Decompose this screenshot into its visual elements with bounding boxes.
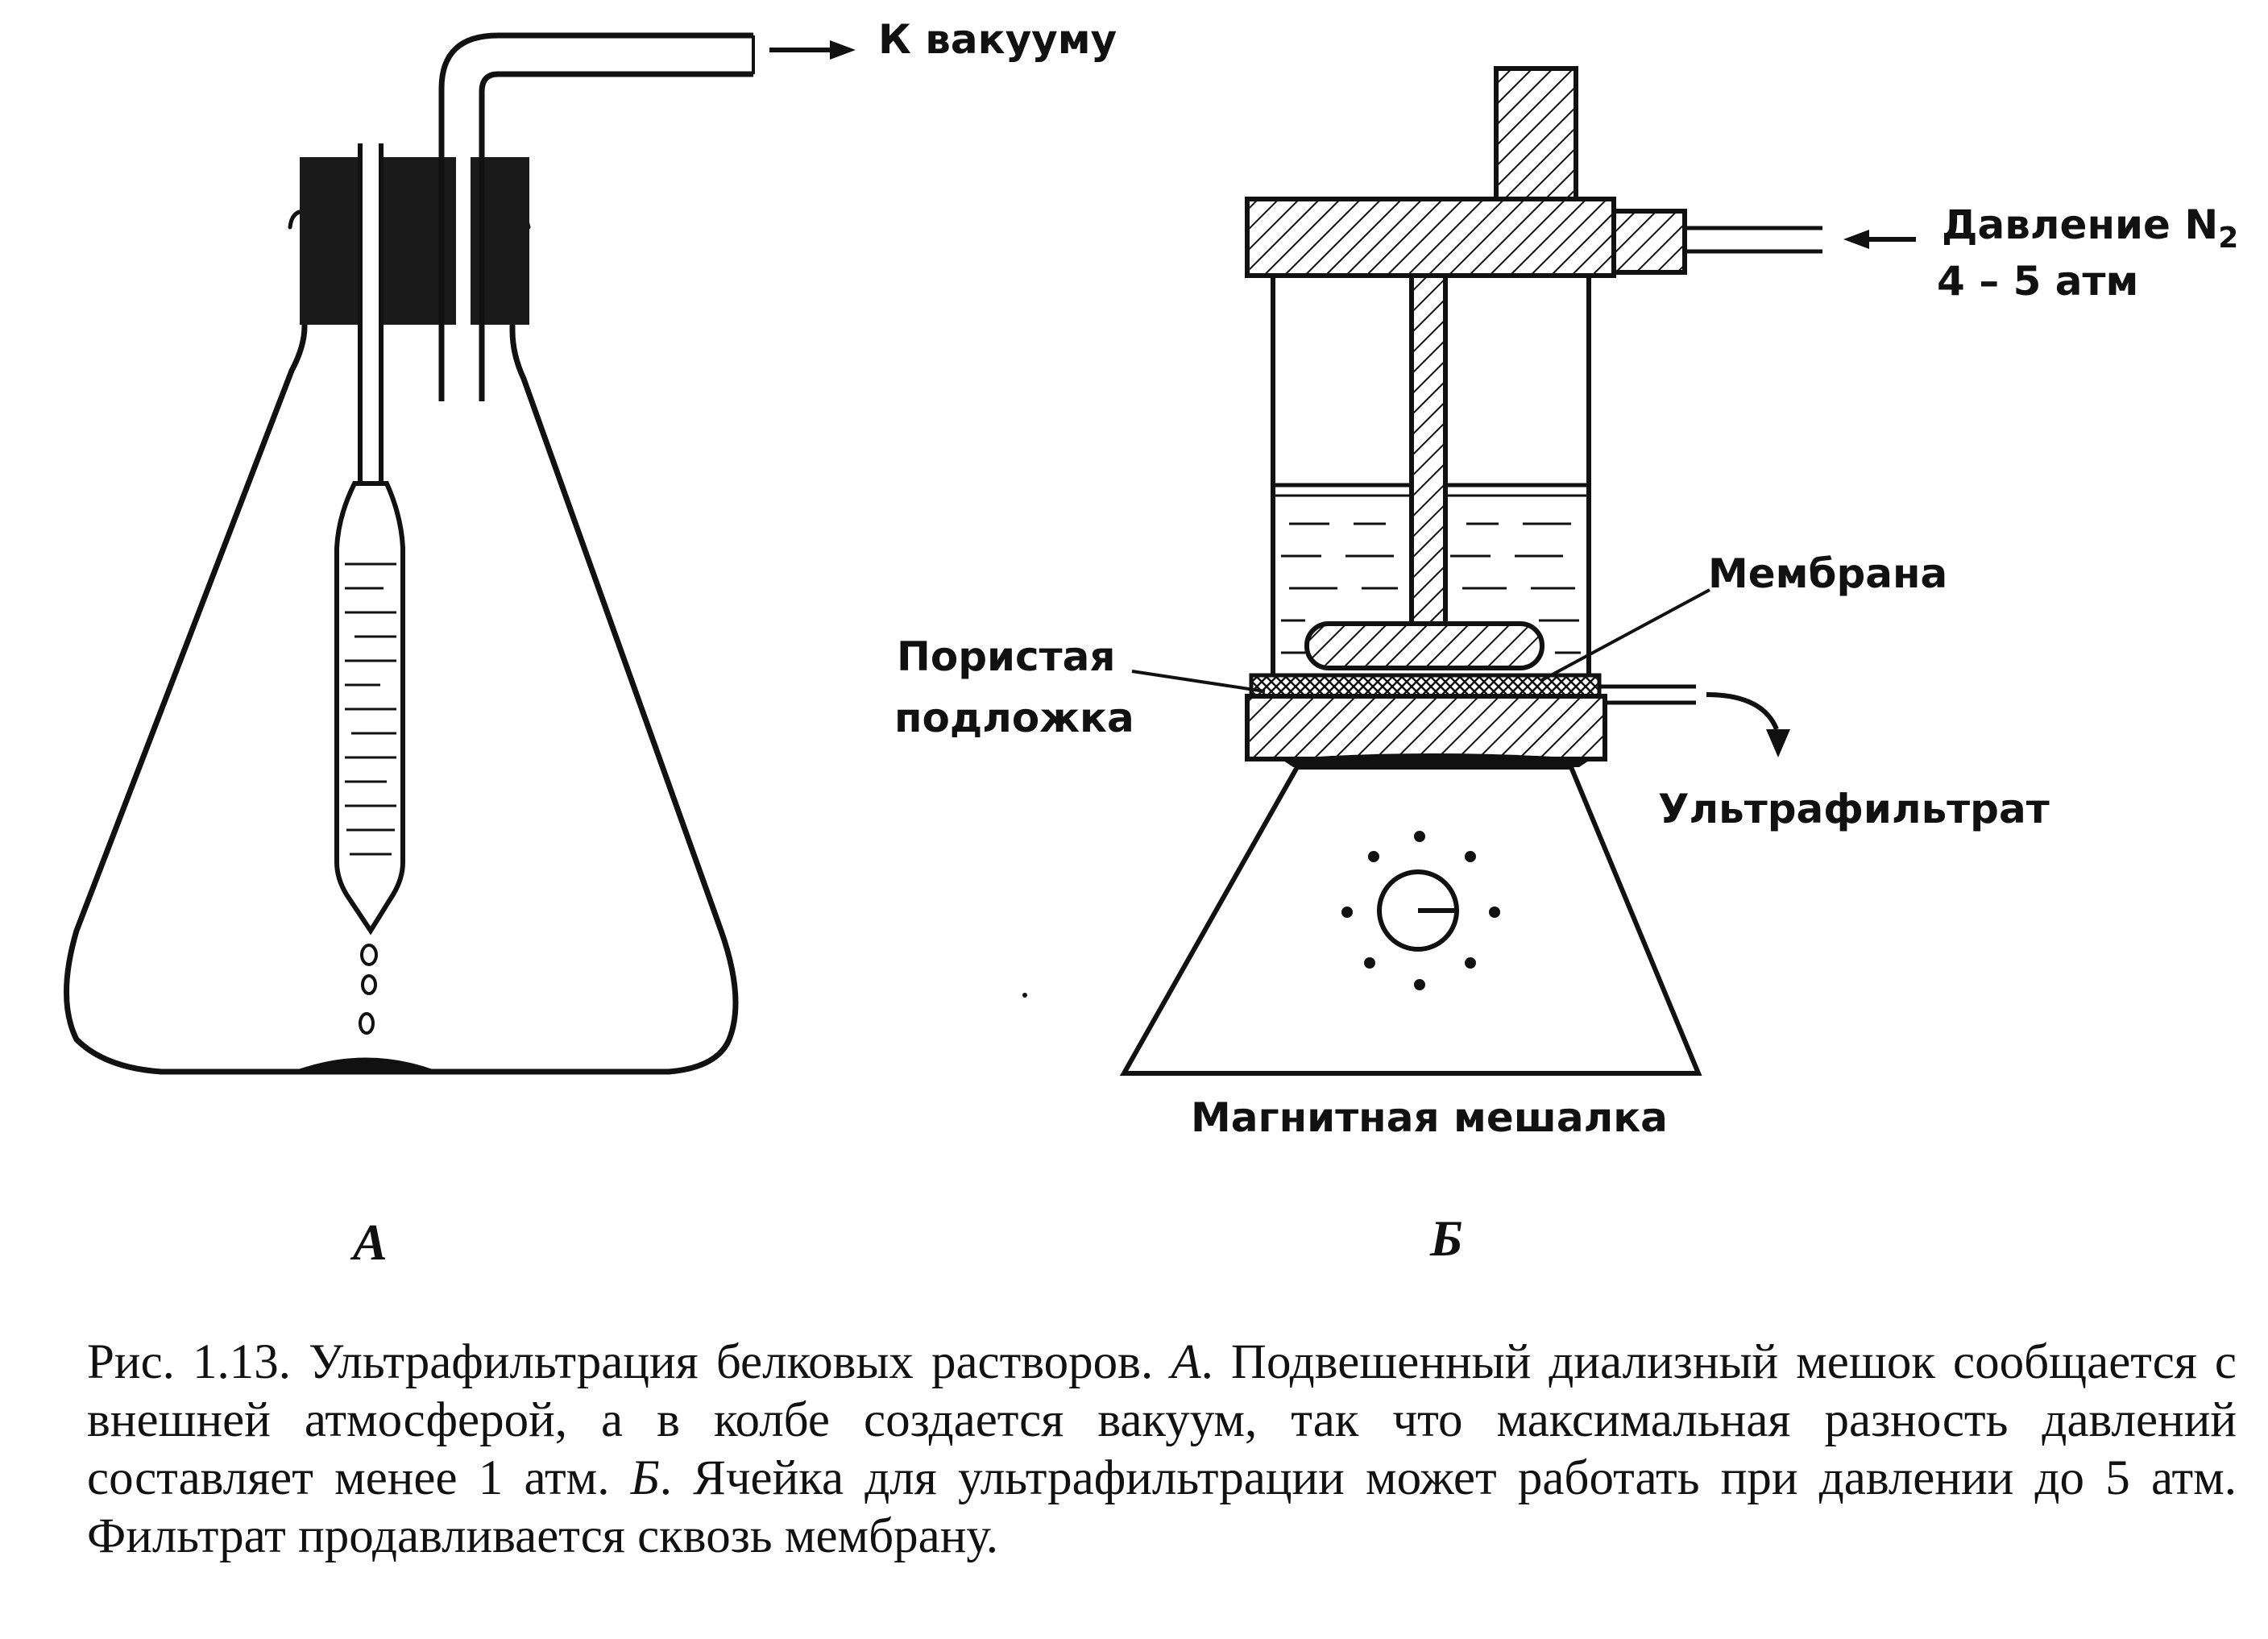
stir-blob <box>292 1057 439 1072</box>
porous-support-label-2: подложка <box>894 695 1134 741</box>
pressure-value-label: 4 – 5 атм <box>1937 258 2139 305</box>
panel-label-b: Б <box>1430 1210 1463 1267</box>
cell-top-knob <box>1494 66 1578 201</box>
caption-panel-a: А <box>1171 1335 1201 1389</box>
magnetic-stirrer <box>1119 765 1702 1076</box>
figure-caption: Рис. 1.13. Ультрафильтрация белковых рас… <box>87 1334 2237 1566</box>
flask-body <box>64 206 739 1075</box>
rubber-stopper <box>300 157 529 325</box>
pressure-label-subscript: 2 <box>2218 222 2239 255</box>
caption-part-1: Рис. 1.13. Ультрафильтрация белковых рас… <box>87 1335 1171 1389</box>
ultrafiltrate-label: Ультрафильтрат <box>1658 786 2050 832</box>
pressure-label: Давление N2 <box>1942 201 2238 255</box>
porous-support-label-1: Пористая <box>897 633 1116 680</box>
pressure-arrow <box>1843 230 1916 249</box>
filtrate-arrow <box>1706 692 1790 757</box>
vacuum-arrow <box>769 40 856 60</box>
panel-label-a: А <box>353 1214 388 1271</box>
magnetic-stirrer-label: Магнитная мешалка <box>1191 1094 1668 1141</box>
membrane-label: Мембрана <box>1708 550 1948 597</box>
porous-support-leader <box>1131 670 1266 693</box>
caption-panel-b: Б <box>630 1451 660 1505</box>
knob-dots <box>1341 831 1500 990</box>
caption-part-2: . Подвешенный диализный мешок сообщается… <box>87 1335 2237 1505</box>
stirrer-paddle <box>1304 621 1544 670</box>
membrane-leader <box>1540 588 1710 683</box>
dialysis-bag <box>334 481 405 1035</box>
ultrafiltration-diagram <box>64 32 1916 1076</box>
gas-inlet <box>1611 209 1687 275</box>
vacuum-tube <box>438 32 755 401</box>
caption-part-3: . Ячейка для ультрафильтрации может рабо… <box>87 1451 2237 1563</box>
pressure-label-text: Давление N <box>1942 201 2219 248</box>
cell-lid <box>1245 197 1616 278</box>
stirrer-rod <box>1409 273 1448 626</box>
porous-support <box>1245 694 1607 761</box>
vacuum-label: К вакууму <box>878 16 1117 63</box>
